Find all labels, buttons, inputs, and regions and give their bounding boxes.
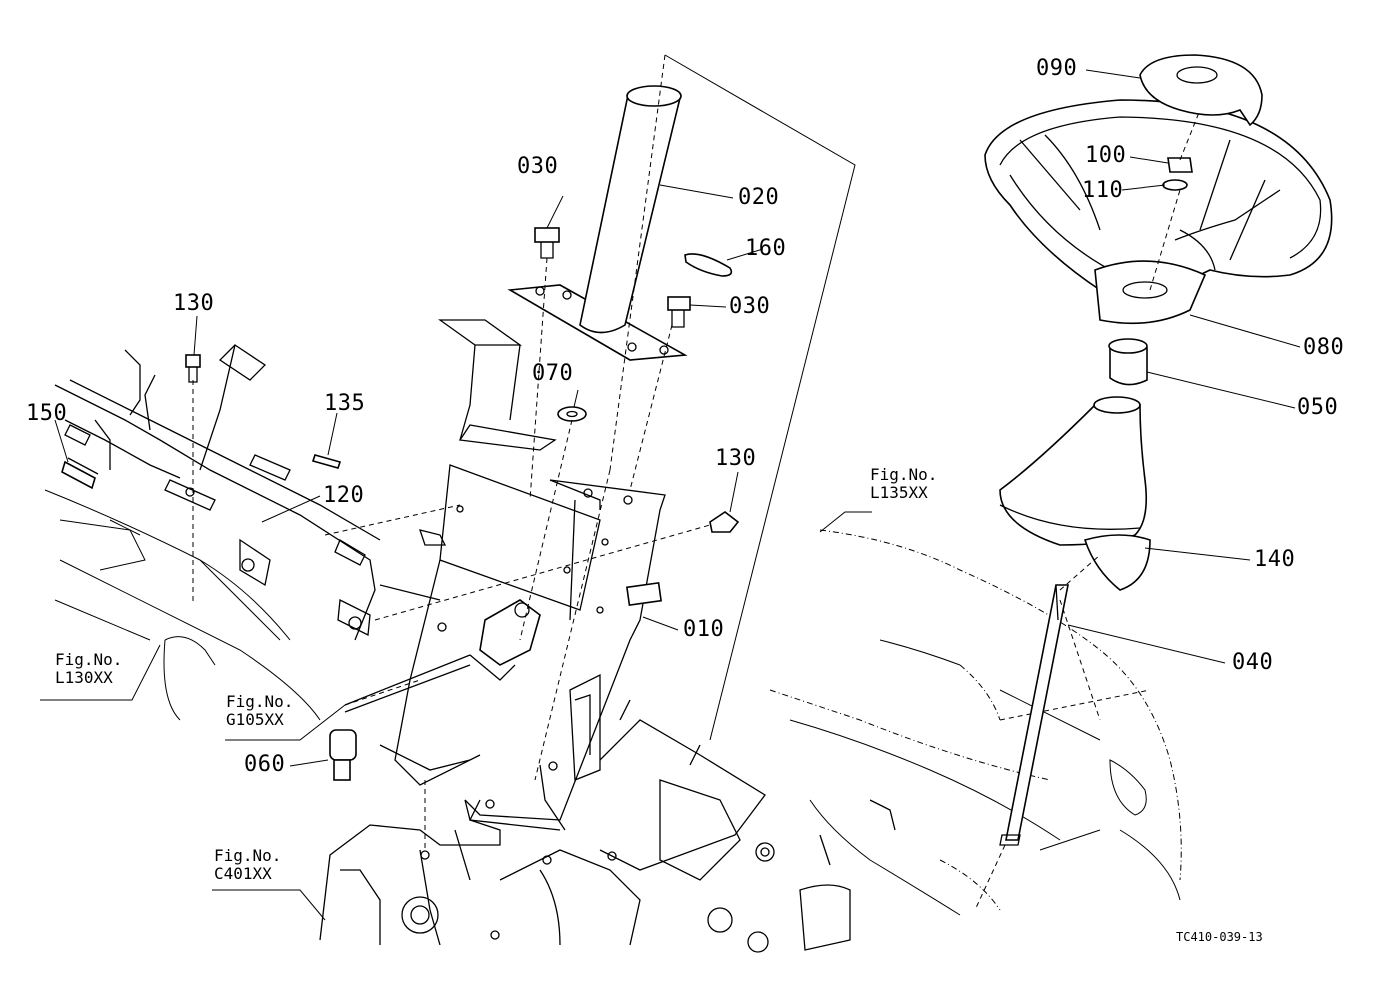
bolt-130-right <box>709 511 740 533</box>
column-bracket-010 <box>344 319 666 831</box>
ref-g105-line1: Fig.No. <box>226 692 294 711</box>
ref-g105-line2: G105XX <box>226 710 284 730</box>
part-060 <box>329 729 357 781</box>
horn-cap-090 <box>1139 54 1263 127</box>
hood-outline <box>44 489 321 721</box>
label-070: 070 <box>532 361 574 386</box>
column-cover-140 <box>999 396 1151 591</box>
ref-l130-line1: Fig.No. <box>55 650 123 669</box>
ref-l135-line2: L135XX <box>870 483 928 503</box>
label-030-upper: 030 <box>517 154 559 179</box>
part-150 <box>61 457 99 490</box>
label-090: 090 <box>1036 56 1078 81</box>
ref-c401-line1: Fig.No. <box>214 846 282 865</box>
label-135: 135 <box>324 391 366 416</box>
ref-c401-line2: C401XX <box>214 864 272 884</box>
ref-l130-line2: L130XX <box>55 668 113 688</box>
label-080: 080 <box>1303 335 1345 360</box>
panel-frame-120 <box>54 344 381 641</box>
label-110: 110 <box>1082 178 1124 203</box>
washer-110 <box>1162 179 1188 191</box>
clip-160 <box>684 253 733 277</box>
label-050: 050 <box>1297 395 1339 420</box>
reference-box <box>609 54 856 741</box>
steering-wheel-080 <box>984 99 1333 325</box>
bolt-030-lower <box>667 296 691 328</box>
bolt-030-upper <box>534 227 560 259</box>
bolt-130-left <box>185 354 201 383</box>
column-tube-020 <box>579 85 682 334</box>
ref-l135-line1: Fig.No. <box>870 465 938 484</box>
label-130-left: 130 <box>173 291 215 316</box>
label-120: 120 <box>323 483 365 508</box>
label-100: 100 <box>1085 143 1127 168</box>
ref-l130: Fig.No. L130XX <box>55 650 123 688</box>
bushing-050 <box>1108 338 1148 386</box>
label-020: 020 <box>738 185 780 210</box>
label-150: 150 <box>26 401 68 426</box>
ref-c401: Fig.No. C401XX <box>214 846 282 884</box>
label-160: 160 <box>745 236 787 261</box>
part-135 <box>311 454 342 469</box>
label-130-right: 130 <box>715 446 757 471</box>
label-030-lower: 030 <box>729 294 771 319</box>
washer-070 <box>557 406 587 422</box>
nut-100 <box>1167 157 1193 173</box>
assembly-lines <box>192 109 1201 911</box>
label-140: 140 <box>1254 547 1296 572</box>
label-010: 010 <box>683 617 725 642</box>
label-060: 060 <box>244 752 286 777</box>
transmission-housing <box>319 699 896 953</box>
label-040: 040 <box>1232 650 1274 675</box>
steering-shaft-040 <box>999 584 1069 846</box>
ref-g105: Fig.No. G105XX <box>226 692 294 730</box>
leader-lines <box>40 69 1301 921</box>
drawing-code: TC410-039-13 <box>1176 930 1263 944</box>
ref-l135: Fig.No. L135XX <box>870 465 938 503</box>
